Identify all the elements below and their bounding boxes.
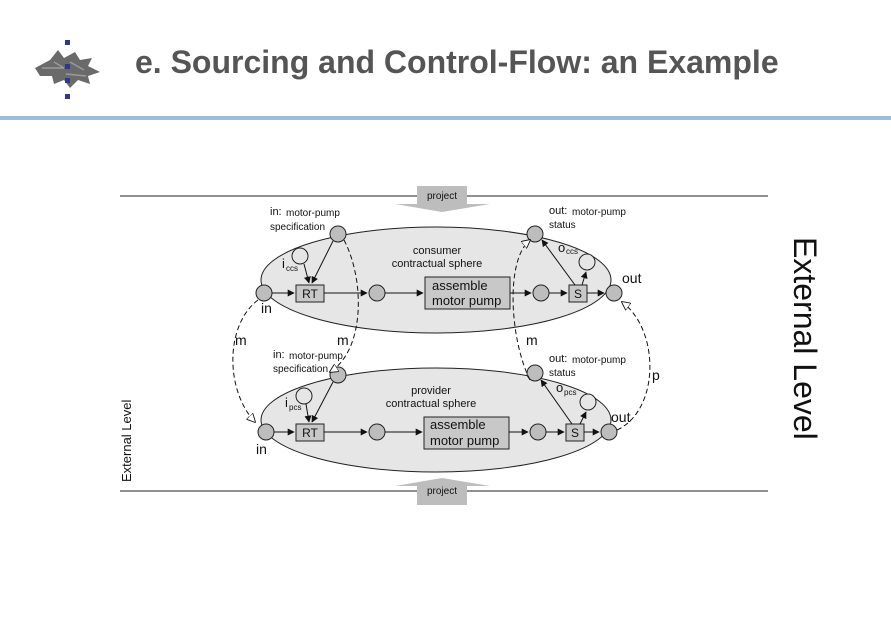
provider-o-sub: pcs (564, 388, 576, 397)
consumer-s-label: S (574, 287, 582, 301)
consumer-status-place (526, 225, 544, 243)
consumer-assemble-task (424, 276, 511, 310)
provider-rt-label: RT (302, 426, 318, 440)
consumer-out-place (605, 284, 623, 302)
provider-in-text-1: motor-pump (289, 351, 343, 362)
external-level-right-label: External Level (787, 237, 823, 440)
provider-assemble-label-2: motor pump (430, 433, 499, 448)
consumer-spec-place (329, 225, 347, 243)
provider-in-place (257, 423, 275, 441)
message-m-mid-arc (330, 239, 359, 372)
consumer-i-place (291, 247, 309, 265)
message-m-left-arc (232, 299, 259, 422)
message-m-mid: m (337, 332, 349, 348)
consumer-o-label: o (558, 240, 565, 255)
consumer-out-label: out: (549, 205, 567, 217)
consumer-i-label: i (282, 256, 285, 271)
consumer-post-place (532, 284, 550, 302)
consumer-in-label: in: (270, 206, 282, 218)
message-m-right-arc (512, 240, 530, 381)
consumer-out-word: out (622, 270, 642, 286)
project-top-label: project (427, 191, 457, 202)
consumer-o-place (578, 253, 596, 271)
provider-in-label: in: (273, 349, 285, 361)
provider-o-label: o (556, 380, 563, 395)
provider-post-place (529, 423, 547, 441)
provider-status-place (526, 364, 544, 382)
message-m-left: m (235, 332, 247, 348)
project-bottom-label: project (427, 486, 457, 497)
provider-i-label: i (285, 395, 288, 410)
provider-in-text-2: specification (273, 364, 328, 375)
consumer-rt-label: RT (302, 287, 318, 301)
consumer-in-place (255, 284, 273, 302)
consumer-assemble-label-2: motor pump (432, 293, 501, 308)
consumer-in-text-1: motor-pump (286, 208, 340, 219)
provider-o-place (579, 393, 597, 411)
provider-sphere-label-1: provider (411, 385, 451, 397)
consumer-out-text-1: motor-pump (572, 207, 626, 218)
project-top-box: project (395, 186, 490, 212)
provider-assemble-task (423, 416, 510, 450)
provider-sphere-label-2: contractual sphere (386, 398, 477, 410)
provider-i-sub: pcs (289, 403, 301, 412)
provider-out-text-2: status (549, 368, 576, 379)
message-m-right: m (526, 332, 538, 348)
message-p: p (652, 367, 660, 383)
provider-in-word: in (256, 441, 267, 457)
slide-title: e. Sourcing and Control-Flow: an Example (135, 44, 779, 80)
message-p-arc (616, 302, 651, 431)
provider-out-label: out: (549, 353, 567, 365)
provider-mid-place (368, 423, 386, 441)
consumer-o-sub: ccs (566, 247, 578, 256)
provider-spec-place (329, 366, 347, 384)
consumer-out-text-2: status (549, 220, 576, 231)
consumer-in-word: in (261, 300, 272, 316)
provider-out-text-1: motor-pump (572, 355, 626, 366)
provider-out-word: out (611, 409, 631, 425)
consumer-assemble-label-1: assemble (432, 278, 488, 293)
consumer-mid-place (368, 284, 386, 302)
consumer-sphere-label-1: consumer (413, 245, 462, 257)
external-level-left-label: External Level (119, 400, 134, 482)
provider-s-label: S (571, 426, 579, 440)
consumer-in-text-2: specification (270, 222, 325, 233)
provider-assemble-label-1: assemble (430, 417, 486, 432)
title-rule (0, 116, 891, 120)
consumer-sphere-label-2: contractual sphere (392, 258, 483, 270)
provider-i-place (295, 387, 313, 405)
university-logo-icon (35, 40, 100, 99)
consumer-i-sub: ccs (286, 264, 298, 273)
project-bottom-box: project (395, 478, 490, 505)
provider-out-place (600, 423, 618, 441)
